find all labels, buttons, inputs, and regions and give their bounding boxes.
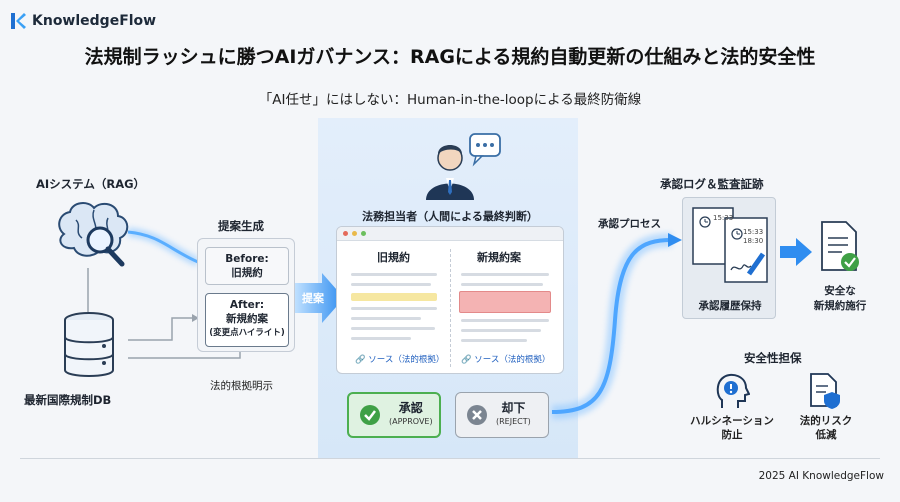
legal-risk-line2: 低減 bbox=[815, 429, 837, 441]
safe-enforcement-label: 安全な 新規約施行 bbox=[800, 284, 880, 314]
after-box: After: 新規約案 (変更点ハイライト) bbox=[205, 293, 289, 347]
after-highlight-note: (変更点ハイライト) bbox=[209, 328, 285, 338]
brand-name: KnowledgeFlow bbox=[32, 13, 157, 29]
after-text: 新規約案 bbox=[226, 313, 268, 325]
window-minimize-dot bbox=[352, 231, 357, 236]
reviewer-label: 法務担当者（人間による最終判断） bbox=[362, 210, 538, 223]
old-terms-source-link[interactable]: 🔗 ソース（法的根拠） bbox=[355, 355, 445, 365]
new-terms-column-title: 新規約案 bbox=[477, 251, 521, 264]
audit-log-heading: 承認ログ＆監査証跡 bbox=[660, 177, 764, 191]
before-text: 旧規約 bbox=[231, 267, 263, 279]
hallucination-line1: ハルシネーション bbox=[690, 415, 774, 427]
proposal-heading: 提案生成 bbox=[218, 219, 264, 233]
footer-copyright: 2025 AI KnowledgeFlow bbox=[758, 470, 884, 482]
window-close-dot bbox=[343, 231, 348, 236]
window-titlebar bbox=[337, 227, 563, 241]
approval-log-documents-icon bbox=[692, 207, 768, 283]
before-box: Before: 旧規約 bbox=[205, 247, 289, 285]
safe-enforcement-line1: 安全な bbox=[824, 285, 856, 297]
document-shield-icon bbox=[810, 373, 840, 409]
legal-risk-line1: 法的リスク bbox=[799, 415, 853, 427]
approval-process-label: 承認プロセス bbox=[598, 218, 661, 230]
safety-heading: 安全性担保 bbox=[744, 351, 802, 365]
safe-document-check-icon bbox=[821, 221, 859, 271]
hallucination-line2: 防止 bbox=[721, 429, 743, 441]
brain-search-icon bbox=[58, 202, 129, 267]
new-terms-source-link[interactable]: 🔗 ソース（法的根拠） bbox=[461, 355, 551, 365]
legal-officer-avatar-icon bbox=[426, 133, 501, 200]
footer-divider bbox=[20, 458, 880, 459]
knowledgeflow-logo-icon bbox=[11, 13, 26, 29]
brand-logo: KnowledgeFlow bbox=[10, 12, 156, 30]
log-time-2: 15:33 bbox=[743, 228, 764, 236]
check-circle-icon bbox=[360, 405, 380, 425]
proposal-panel: Before: 旧規約 After: 新規約案 (変更点ハイライト) bbox=[197, 238, 295, 352]
database-label: 最新国際規制DB bbox=[24, 393, 112, 407]
after-title: After: bbox=[229, 299, 265, 311]
new-terms-highlight bbox=[459, 291, 551, 313]
reject-button[interactable]: 却下 (REJECT) bbox=[455, 392, 549, 438]
column-divider bbox=[450, 249, 451, 367]
x-circle-icon bbox=[467, 405, 487, 425]
approval-history-label: 承認履歴保持 bbox=[698, 300, 762, 312]
hallucination-prevention-label: ハルシネーション 防止 bbox=[682, 414, 782, 442]
approve-label: 承認 bbox=[398, 401, 423, 415]
approve-button[interactable]: 承認 (APPROVE) bbox=[347, 392, 441, 438]
comparison-window: 旧規約 新規約案 🔗 ソース（法的根拠） 🔗 ソース（法的根拠） bbox=[336, 226, 564, 374]
database-icon bbox=[64, 312, 114, 377]
audit-log-panel: 15:33 15:33 18:30 承認履歴保持 bbox=[682, 197, 776, 319]
page-subtitle: 「AI任せ」にはしない：Human-in-the-loopによる最終防衛線 bbox=[258, 92, 642, 108]
log-time-3: 18:30 bbox=[743, 237, 764, 245]
legal-risk-label: 法的リスク 低減 bbox=[788, 414, 864, 442]
page-title: 法規制ラッシュに勝つAIガバナンス：RAGによる規約自動更新の仕組みと法的安全性 bbox=[84, 46, 816, 68]
log-times: 15:33 18:30 bbox=[743, 228, 763, 246]
old-terms-highlight bbox=[351, 293, 437, 301]
window-maximize-dot bbox=[361, 231, 366, 236]
legal-basis-label: 法的根拠明示 bbox=[210, 380, 273, 392]
head-alert-icon bbox=[716, 373, 750, 408]
reject-label: 却下 bbox=[501, 401, 526, 415]
old-terms-column-title: 旧規約 bbox=[377, 251, 410, 264]
before-title: Before: bbox=[225, 253, 269, 265]
ai-system-label: AIシステム（RAG） bbox=[36, 177, 146, 191]
reject-sublabel: (REJECT) bbox=[496, 417, 531, 426]
approve-sublabel: (APPROVE) bbox=[389, 417, 433, 426]
safe-enforcement-line2: 新規約施行 bbox=[813, 300, 867, 312]
log-time-1: 15:33 bbox=[713, 214, 734, 222]
proposal-arrow-label: 提案 bbox=[302, 292, 324, 305]
